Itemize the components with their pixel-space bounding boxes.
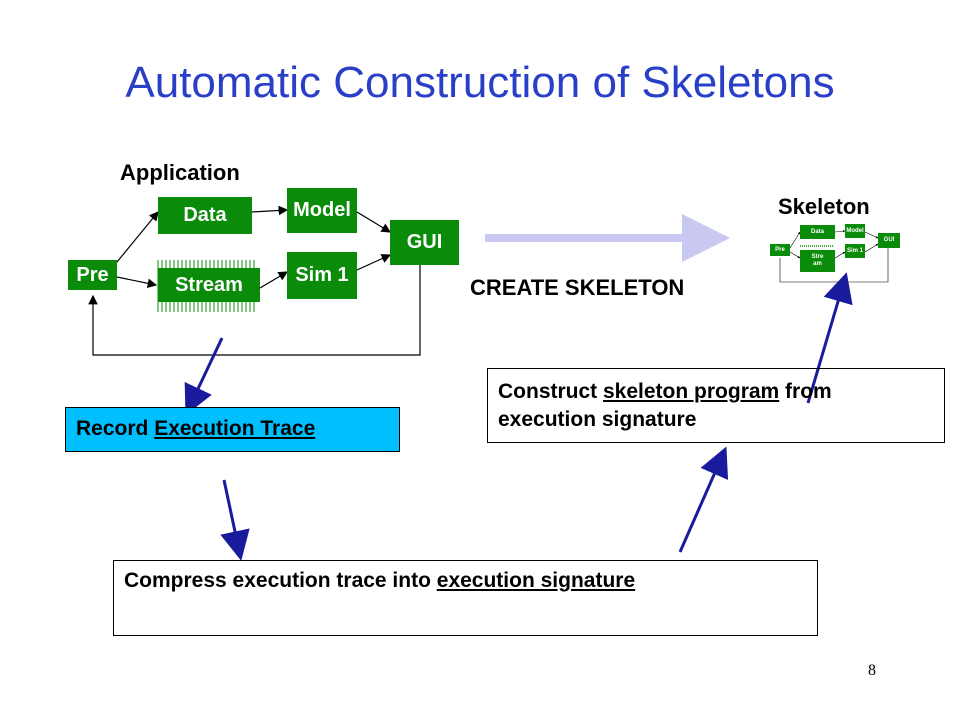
arrow-construct-to-skeleton bbox=[806, 272, 853, 404]
skeleton-gui-box: GUI bbox=[878, 233, 900, 248]
gui-box: GUI bbox=[390, 220, 459, 265]
create-skeleton-label: CREATE SKELETON bbox=[470, 275, 685, 300]
compress-trace-box: Compress execution trace into execution … bbox=[113, 560, 818, 636]
application-label: Application bbox=[120, 160, 240, 185]
pre-box: Pre bbox=[68, 260, 117, 290]
skeleton-sim-box: Sim 1 bbox=[845, 244, 865, 258]
skeleton-data-box: Data bbox=[800, 225, 835, 239]
arrow-app-to-record bbox=[184, 337, 224, 416]
record-trace-box: Record Execution Trace bbox=[65, 407, 400, 452]
model-box: Model bbox=[287, 188, 357, 233]
compress-underlined: execution signature bbox=[436, 569, 636, 592]
skeleton-stream-line2: am bbox=[813, 261, 822, 267]
construct-underlined: skeleton program bbox=[603, 380, 780, 403]
skeleton-pre-box: Pre bbox=[770, 244, 790, 256]
arrow-model-gui bbox=[356, 211, 392, 233]
slide-title: Automatic Construction of Skeletons bbox=[125, 58, 835, 107]
arrow-stream-sim bbox=[259, 271, 289, 289]
arrow-sim-gui bbox=[356, 254, 392, 271]
construct-text-after: from bbox=[779, 380, 832, 403]
compress-text: Compress execution trace into bbox=[124, 569, 437, 592]
stream-box: Stream bbox=[158, 268, 260, 302]
skeleton-stream-box: Stre am bbox=[800, 250, 835, 272]
construct-text: Construct bbox=[498, 380, 603, 403]
data-box: Data bbox=[158, 197, 252, 234]
skeleton-stream-line1: Stre bbox=[811, 254, 824, 260]
sim-box: Sim 1 bbox=[287, 252, 357, 299]
arrow-pre-data bbox=[116, 211, 159, 263]
arrow-data-model bbox=[251, 205, 289, 216]
page-number: 8 bbox=[868, 662, 876, 679]
skeleton-label: Skeleton bbox=[778, 194, 870, 219]
arrow-gui-loop bbox=[88, 265, 421, 356]
arrow-pre-stream bbox=[116, 276, 158, 289]
arrow-record-to-compress bbox=[220, 479, 250, 561]
record-text: Record bbox=[76, 417, 155, 440]
skeleton-model-box: Model bbox=[845, 224, 865, 238]
record-underlined: Execution Trace bbox=[154, 417, 316, 440]
arrow-compress-to-construct bbox=[678, 446, 729, 553]
construct-skeleton-box: Construct skeleton program from executio… bbox=[487, 368, 945, 443]
construct-line2: execution signature bbox=[498, 408, 697, 431]
